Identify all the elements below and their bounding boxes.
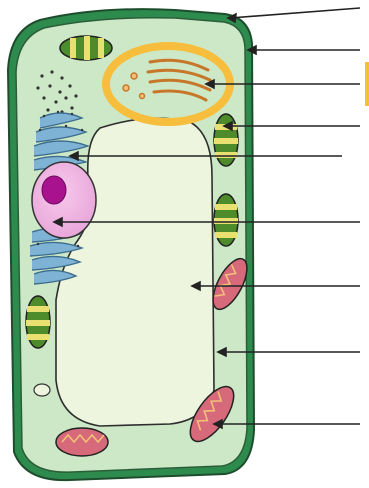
vesicle [34,384,50,396]
mitochondrion-bottom-left [56,428,108,456]
chloroplast-right-2 [214,194,238,246]
chloroplast-top [60,36,112,60]
pointer-cell-wall [228,8,360,22]
nucleus [32,162,96,238]
nucleolus [42,176,66,204]
chloroplast-right-1 [214,114,238,166]
chloroplast-left [26,296,50,348]
pointer-cell-membrane [248,46,360,54]
cropped-yellow-marker [365,62,369,106]
